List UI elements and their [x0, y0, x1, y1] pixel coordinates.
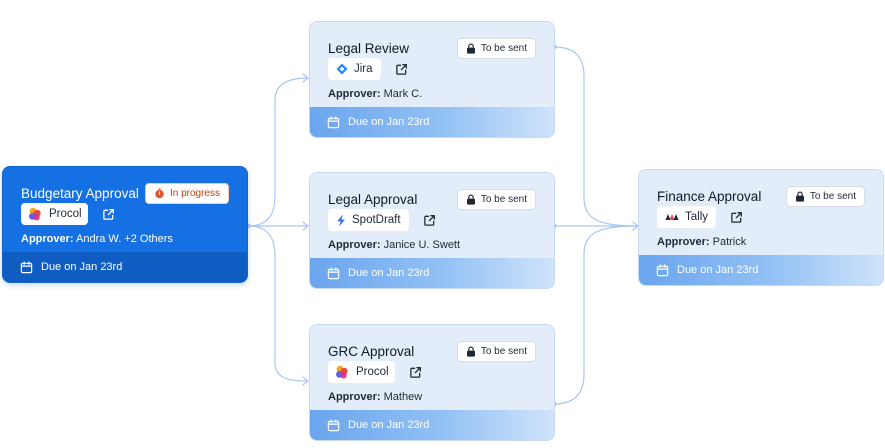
tally-logo-icon	[665, 214, 679, 220]
tool-name: Procol	[356, 366, 389, 378]
due-date-bar: Due on Jan 23rd	[3, 252, 247, 282]
status-text: In progress	[169, 188, 220, 199]
status-badge: To be sent	[785, 186, 865, 207]
external-link-icon[interactable]	[730, 211, 743, 224]
arrowhead	[302, 376, 309, 386]
status-text: To be sent	[480, 346, 527, 357]
calendar-icon	[327, 418, 340, 431]
approver-label: Approver:	[328, 391, 381, 403]
due-date-bar: Due on Jan 23rd	[639, 255, 883, 285]
card-title: Finance Approval	[657, 189, 762, 204]
spotdraft-logo-icon	[337, 214, 345, 226]
tool-row: Tally	[657, 206, 743, 228]
timer-icon	[155, 188, 164, 199]
due-date-text: Due on Jan 23rd	[348, 267, 430, 279]
card-budgetary-approval[interactable]: Budgetary Approval In progress Procol	[2, 166, 248, 283]
lock-icon	[466, 346, 475, 357]
connector-legal-review-finance	[553, 46, 639, 227]
tool-chip-spotdraft[interactable]: SpotDraft	[328, 209, 409, 231]
card-header: Finance Approval To be sent	[657, 186, 865, 207]
lock-icon	[466, 194, 475, 205]
arrowhead	[302, 73, 309, 83]
calendar-icon	[327, 115, 340, 128]
approver-label: Approver:	[21, 233, 74, 245]
tool-chip-procol[interactable]: Procol	[21, 203, 88, 225]
tool-name: Jira	[354, 63, 373, 75]
tool-chip-procol[interactable]: Procol	[328, 361, 395, 383]
due-date-text: Due on Jan 23rd	[348, 116, 430, 128]
card-grc-approval[interactable]: GRC Approval To be sent Procol Approver:…	[309, 324, 555, 441]
tool-chip-tally[interactable]: Tally	[657, 206, 717, 228]
connector-budgetary-legal-review	[247, 77, 309, 227]
card-header: GRC Approval To be sent	[328, 341, 536, 362]
tool-row: Procol	[328, 361, 422, 383]
approver-name: Mark C.	[383, 88, 423, 100]
tool-name: Tally	[685, 211, 709, 223]
status-badge: To be sent	[456, 341, 536, 362]
card-title: Budgetary Approval	[21, 186, 139, 201]
external-link-icon[interactable]	[409, 366, 422, 379]
approver-name: Patrick	[712, 236, 747, 248]
external-link-icon[interactable]	[102, 208, 115, 221]
approver-name: Andra W. +2 Others	[76, 233, 173, 245]
due-date-bar: Due on Jan 23rd	[310, 107, 554, 137]
arrowhead	[302, 221, 309, 231]
tool-row: Jira	[328, 58, 408, 80]
tool-row: Procol	[21, 203, 115, 225]
card-title: Legal Review	[328, 41, 410, 56]
approver-name: Janice U. Swett	[383, 239, 461, 251]
status-badge: To be sent	[456, 189, 536, 210]
card-title: Legal Approval	[328, 192, 418, 207]
due-date-bar: Due on Jan 23rd	[310, 258, 554, 288]
connector-grc-finance	[553, 225, 639, 405]
approver-name: Mathew	[383, 391, 423, 403]
tool-chip-jira[interactable]: Jira	[328, 58, 381, 80]
status-badge: In progress	[144, 183, 229, 204]
approver-line: Approver: Mark C.	[328, 88, 422, 100]
card-legal-approval[interactable]: Legal Approval To be sent SpotDraft Appr…	[309, 172, 555, 289]
due-date-text: Due on Jan 23rd	[677, 264, 759, 276]
status-text: To be sent	[480, 194, 527, 205]
jira-logo-icon	[336, 63, 348, 75]
due-date-text: Due on Jan 23rd	[348, 419, 430, 431]
card-finance-approval[interactable]: Finance Approval To be sent Tally Approv…	[638, 169, 884, 286]
approver-label: Approver:	[328, 88, 381, 100]
procol-logo-icon	[29, 207, 41, 221]
approver-label: Approver:	[657, 236, 710, 248]
card-header: Budgetary Approval In progress	[21, 183, 229, 204]
external-link-icon[interactable]	[395, 63, 408, 76]
status-badge: To be sent	[456, 38, 536, 59]
calendar-icon	[327, 266, 340, 279]
card-header: Legal Approval To be sent	[328, 189, 536, 210]
approver-line: Approver: Andra W. +2 Others	[21, 233, 173, 245]
approver-label: Approver:	[328, 239, 381, 251]
calendar-icon	[656, 263, 669, 276]
calendar-icon	[20, 260, 33, 273]
tool-name: SpotDraft	[352, 214, 401, 226]
card-title: GRC Approval	[328, 344, 415, 359]
approver-line: Approver: Patrick	[657, 236, 746, 248]
status-text: To be sent	[809, 191, 856, 202]
tool-row: SpotDraft	[328, 209, 436, 231]
approver-line: Approver: Mathew	[328, 391, 422, 403]
external-link-icon[interactable]	[423, 214, 436, 227]
due-date-text: Due on Jan 23rd	[41, 261, 123, 273]
procol-logo-icon	[336, 365, 348, 379]
card-header: Legal Review To be sent	[328, 38, 536, 59]
lock-icon	[795, 191, 804, 202]
connector-budgetary-grc	[247, 225, 309, 382]
due-date-bar: Due on Jan 23rd	[310, 410, 554, 440]
status-text: To be sent	[480, 43, 527, 54]
tool-name: Procol	[49, 208, 82, 220]
approver-line: Approver: Janice U. Swett	[328, 239, 460, 251]
card-legal-review[interactable]: Legal Review To be sent Jira Approver: M…	[309, 21, 555, 138]
lock-icon	[466, 43, 475, 54]
